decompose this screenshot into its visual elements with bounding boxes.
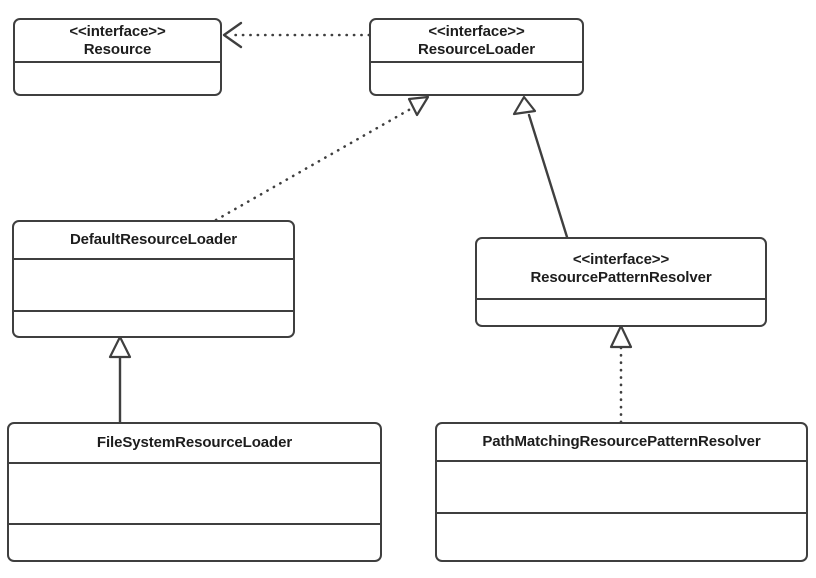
class-box-default-resource-loader[interactable]: DefaultResourceLoader: [12, 220, 295, 338]
class-attributes-compartment: [437, 462, 806, 514]
hollow-triangle-arrow-head-icon: [108, 335, 132, 359]
class-attributes-compartment: [371, 63, 582, 94]
hollow-triangle-arrow-head-icon: [407, 95, 430, 117]
class-box-path-matching-resource-pattern-resolver[interactable]: PathMatchingResourcePatternResolver: [435, 422, 808, 562]
class-box-resource-loader[interactable]: <<interface>> ResourceLoader: [369, 18, 584, 96]
generalization-line: [527, 113, 569, 239]
class-operations-compartment: [14, 312, 293, 336]
relation-filesystemresourceloader-to-defaultresourceloader: [108, 335, 132, 424]
class-operations-compartment: [9, 525, 380, 560]
class-name-label: ResourceLoader: [418, 40, 535, 58]
class-header-default-resource-loader: DefaultResourceLoader: [14, 222, 293, 260]
relation-defaultresourceloader-to-resourceloader: [214, 95, 430, 222]
class-name-label: FileSystemResourceLoader: [96, 434, 293, 452]
hollow-triangle-arrow-head-icon: [512, 95, 537, 116]
class-header-file-system-resource-loader: FileSystemResourceLoader: [9, 424, 380, 464]
stereotype-label: <<interface>>: [572, 250, 670, 268]
class-header-resource: <<interface>> Resource: [15, 20, 220, 63]
class-operations-compartment: [437, 514, 806, 560]
class-attributes-compartment: [15, 63, 220, 94]
stereotype-label: <<interface>>: [69, 22, 166, 40]
class-attributes-compartment: [9, 464, 380, 525]
class-name-label: Resource: [83, 40, 152, 58]
relation-pathmatching-to-resourcepatternresolver: [609, 324, 633, 424]
class-name-label: DefaultResourceLoader: [69, 231, 238, 249]
class-header-path-matching-resource-pattern-resolver: PathMatchingResourcePatternResolver: [437, 424, 806, 462]
class-name-label: ResourcePatternResolver: [530, 268, 712, 286]
stereotype-label: <<interface>>: [428, 22, 525, 40]
relation-resourcepatternresolver-to-resourceloader: [512, 95, 569, 239]
class-header-resource-loader: <<interface>> ResourceLoader: [371, 20, 582, 63]
realization-line: [214, 105, 416, 222]
relation-resourceloader-to-resource: [222, 21, 371, 49]
open-arrow-head-icon: [222, 21, 243, 49]
class-box-resource-pattern-resolver[interactable]: <<interface>> ResourcePatternResolver: [475, 237, 767, 327]
class-name-label: PathMatchingResourcePatternResolver: [482, 433, 761, 451]
class-attributes-compartment: [14, 260, 293, 312]
hollow-triangle-arrow-head-icon: [609, 324, 633, 349]
class-header-resource-pattern-resolver: <<interface>> ResourcePatternResolver: [477, 239, 765, 300]
class-box-resource[interactable]: <<interface>> Resource: [13, 18, 222, 96]
class-attributes-compartment: [477, 300, 765, 325]
class-box-file-system-resource-loader[interactable]: FileSystemResourceLoader: [7, 422, 382, 562]
